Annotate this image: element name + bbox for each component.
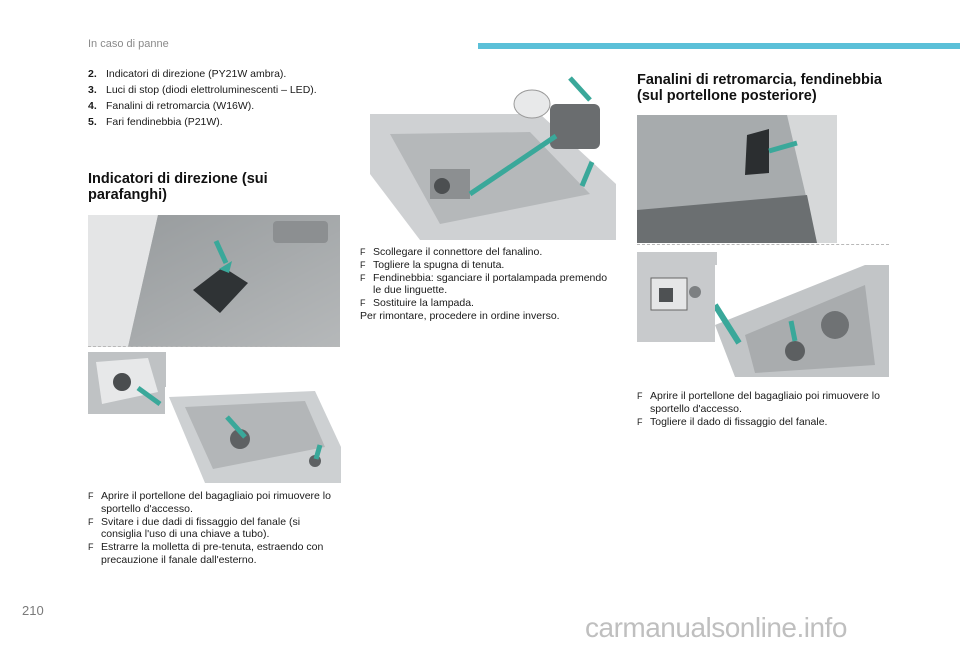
- illustration-tailgate-lamp-rear: [715, 265, 889, 377]
- page-number: 210: [22, 603, 44, 618]
- illustration-rear-quarter-panel: [88, 215, 340, 347]
- illustration-access-panel-detail: [88, 352, 166, 414]
- list-item: 3.Luci di stop (diodi elettroluminescent…: [88, 84, 317, 96]
- left-section-title: Indicatori di direzione (sui parafanghi): [88, 171, 268, 203]
- reassembly-note: Per rimontare, procedere in ordine inver…: [360, 309, 560, 322]
- list-item: 5.Fari fendinebbia (P21W).: [88, 116, 223, 128]
- right-section-title: Fanalini di retromarcia, fendinebbia (su…: [637, 72, 882, 104]
- illustration-lamp-bulb-holder: [360, 74, 616, 240]
- numbered-list: 2.Indicatori di direzione (PY21W ambra).…: [88, 68, 333, 132]
- divider: [88, 346, 340, 347]
- list-item: 4.Fanalini di retromarcia (W16W).: [88, 100, 255, 112]
- list-item: 2.Indicatori di direzione (PY21W ambra).: [88, 68, 287, 80]
- illustration-tailgate-lamp-detail: [637, 252, 717, 342]
- watermark: carmanualsonline.info: [585, 612, 847, 643]
- divider: [637, 244, 889, 245]
- illustration-lamp-rear-left: [165, 387, 341, 483]
- illustration-tailgate-panel: [637, 115, 837, 243]
- header-accent-bar: [478, 43, 960, 49]
- section-header: In caso di panne: [88, 38, 169, 50]
